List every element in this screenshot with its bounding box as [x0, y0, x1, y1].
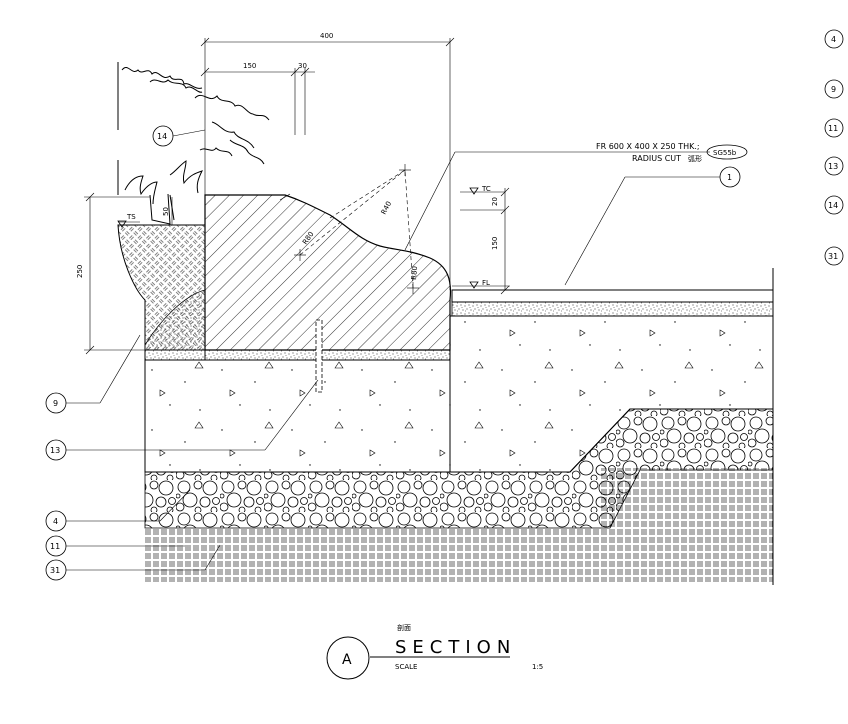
dim-kerb-height: 250	[76, 265, 84, 278]
legend-key-5: 31	[828, 252, 838, 261]
callout-9-label: 9	[53, 399, 58, 408]
scale-label: SCALE	[395, 663, 417, 671]
note-line2: RADIUS CUT	[632, 154, 681, 163]
level-ts: TS	[117, 213, 140, 228]
callout-13-label: 13	[50, 446, 60, 455]
radius-r40: R40	[380, 200, 394, 216]
section-title: SECTION	[395, 637, 516, 658]
concrete-base	[144, 315, 774, 473]
top-dimensions: 400 150 30	[200, 32, 455, 290]
kerb-spec-note: FR 600 X 400 X 250 THK.; SG55b RADIUS CU…	[404, 142, 748, 251]
left-dimensions: 250 50	[76, 192, 173, 355]
legend-key-1: 9	[831, 85, 836, 94]
callout-9: 9	[45, 334, 141, 414]
dim-overall: 400	[320, 32, 333, 40]
radius-cut-kerb	[204, 194, 452, 351]
radius-construction: R40 R80 R80	[279, 164, 419, 294]
paving-layers	[451, 268, 774, 585]
callout-14: 14	[152, 125, 206, 147]
dim-tc-offset: 20	[491, 197, 499, 206]
title-cjk-caption: 剖面	[397, 623, 411, 632]
callout-4: 4	[45, 489, 191, 532]
dim-planter-step: 50	[162, 207, 170, 216]
callout-13: 13	[45, 379, 319, 461]
planter-soil	[117, 195, 206, 361]
scale-value: 1:5	[532, 663, 543, 671]
callout-4-label: 4	[53, 517, 58, 526]
level-fl-label: FL	[482, 279, 490, 287]
callout-1-label: 1	[727, 173, 732, 182]
compacted-subgrade	[145, 468, 773, 582]
note-line2-cjk: 弧形	[688, 154, 702, 163]
callout-1: 1	[564, 166, 741, 286]
callout-11-label: 11	[50, 542, 60, 551]
legend-key-4: 14	[828, 201, 838, 210]
note-ref-tag: SG55b	[713, 149, 737, 157]
callout-31: 31	[45, 544, 221, 581]
callout-11: 11	[45, 535, 185, 557]
level-ts-label: TS	[126, 213, 136, 221]
kerb-bedding	[204, 349, 451, 361]
dowel-bar	[315, 319, 323, 393]
dim-left-offset: 150	[243, 62, 256, 70]
legend-key-3: 13	[828, 162, 838, 171]
legend-key-2: 11	[828, 124, 838, 133]
level-tc-fl: TC 20 150 FL	[452, 185, 510, 295]
callout-14-label: 14	[157, 132, 167, 141]
level-tc-label: TC	[481, 185, 491, 193]
dim-gap: 30	[298, 62, 307, 70]
legend-key-0: 4	[831, 35, 836, 44]
radius-r80-b: R80	[410, 266, 419, 280]
legend-keys: 4 9 11 13 14 31	[824, 29, 844, 266]
title-block: A 剖面 SECTION SCALE 1:5	[326, 623, 543, 680]
note-line1: FR 600 X 400 X 250 THK.;	[596, 142, 700, 151]
callout-31-label: 31	[50, 566, 60, 575]
dim-tc-rise: 150	[491, 237, 499, 250]
title-letter: A	[342, 652, 352, 668]
